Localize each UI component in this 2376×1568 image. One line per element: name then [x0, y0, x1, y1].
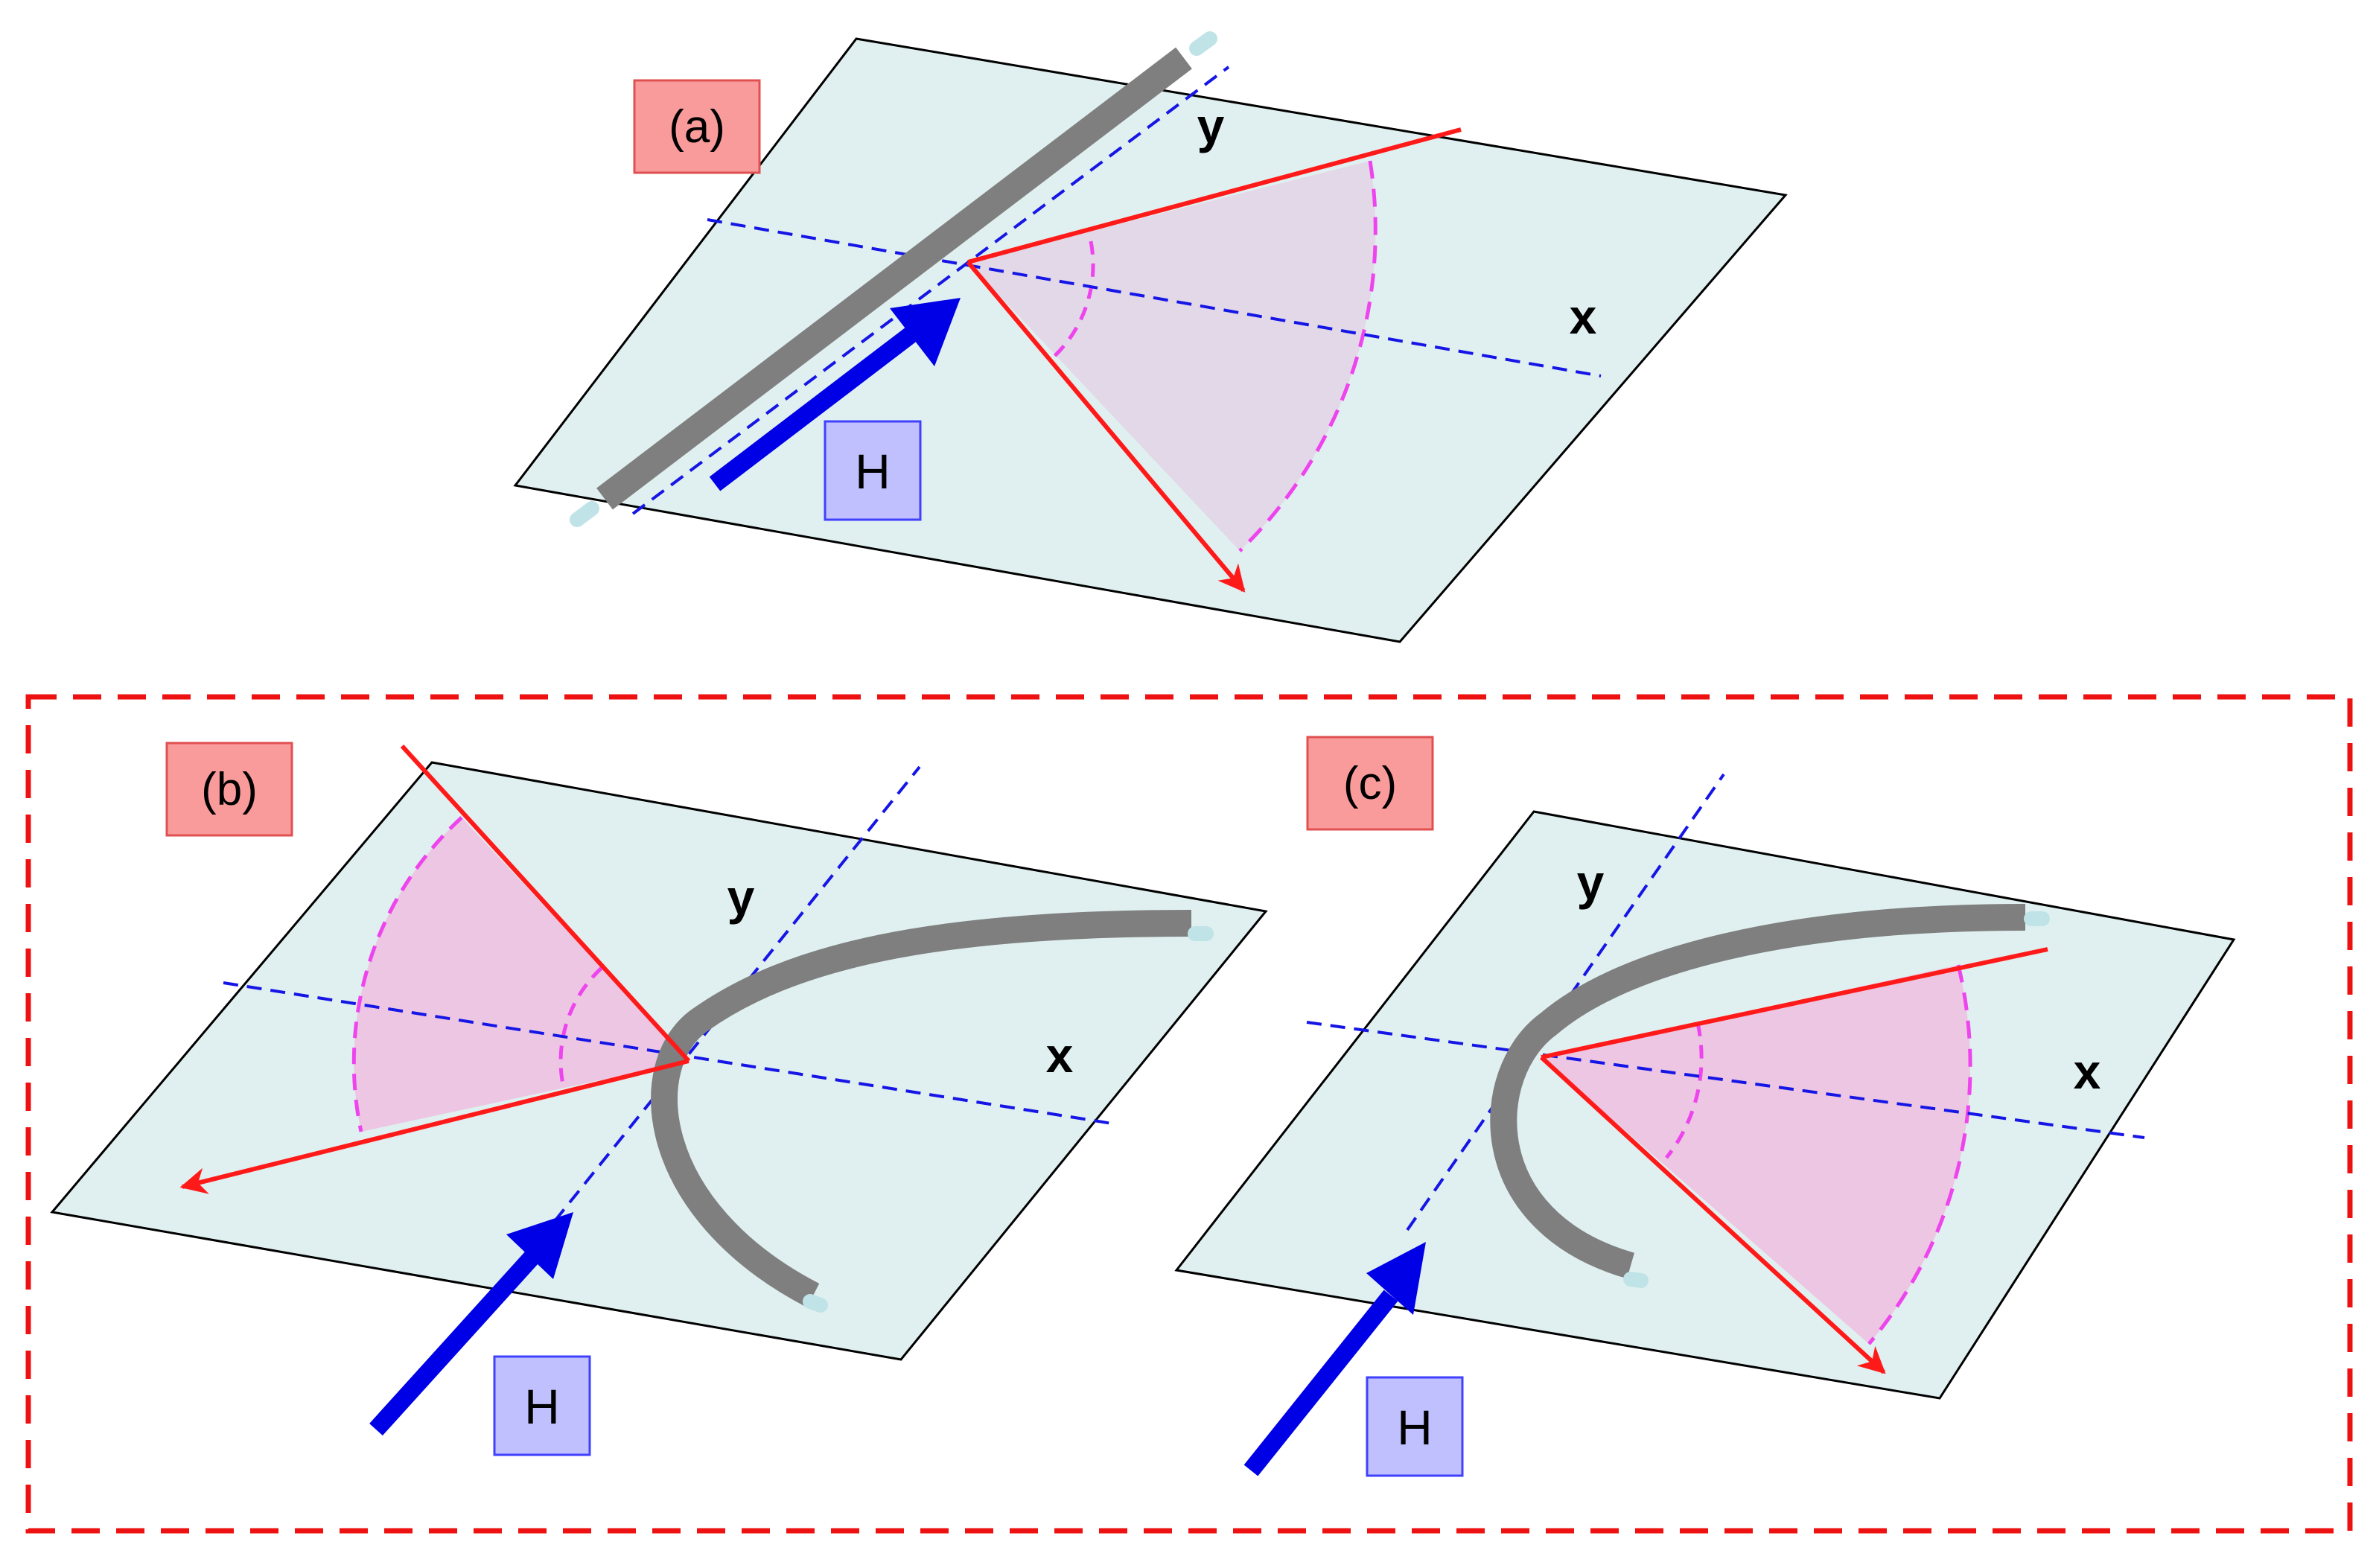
thick-arrow-icon	[506, 1212, 573, 1279]
panel-label-a: (a)	[669, 101, 725, 153]
panels-b-c-group-border	[25, 694, 2353, 1534]
panel-label-box-a	[633, 79, 761, 174]
panel-label-c: (c)	[1343, 758, 1397, 809]
x-axis-label-b: x	[1046, 1027, 1074, 1083]
panel-label-box-c	[1306, 736, 1434, 831]
magnetization-vector-c1	[1541, 947, 2048, 1059]
panel-label-box-b	[165, 742, 293, 837]
wire-tip-a2	[1189, 31, 1217, 56]
cone-sector-b	[354, 818, 689, 1132]
magnetization-vector-a2	[966, 261, 1246, 593]
nanowire-c	[1490, 904, 2026, 1279]
wire-tip-b2	[803, 1294, 828, 1313]
field-arrow-b	[369, 1212, 573, 1436]
panel-b: (b) H y x	[50, 742, 1268, 1456]
cone-sector-c	[1541, 965, 1971, 1344]
field-label-b: H	[524, 1379, 560, 1434]
field-label-box-b	[493, 1355, 591, 1456]
magnetization-vector-b1	[400, 744, 691, 1063]
nanowire-a	[596, 47, 1192, 510]
field-label-box-a	[824, 420, 922, 521]
cone-arc-outer-a	[1238, 160, 1377, 552]
x-axis-label-c: x	[2074, 1044, 2101, 1099]
magnetization-vector-b2	[179, 1059, 689, 1194]
x-axis-b	[223, 981, 1118, 1126]
nanowire-b	[651, 910, 1192, 1307]
field-arrow-a	[709, 298, 961, 491]
y-axis-label-a: y	[1197, 98, 1225, 153]
cone-arc-inner-a	[1048, 240, 1095, 362]
panel-label-b: (b)	[201, 764, 258, 815]
thick-arrow-icon	[1366, 1242, 1426, 1315]
field-label-c: H	[1397, 1400, 1433, 1455]
x-axis-c	[1306, 1021, 2145, 1139]
y-axis-a	[631, 66, 1230, 515]
x-axis-label-a: x	[1570, 289, 1597, 344]
y-axis-label-c: y	[1577, 855, 1605, 910]
panel-c: (c) H y x	[1174, 736, 2236, 1477]
field-label-a: H	[855, 444, 891, 499]
thick-arrow-icon	[890, 298, 961, 366]
cone-arc-outer-b	[351, 816, 463, 1132]
magnetization-vector-c2	[1539, 1055, 1886, 1374]
magnetization-vector-a1	[967, 127, 1462, 264]
cone-arc-inner-c	[1665, 1022, 1704, 1159]
cone-sector-a	[968, 161, 1376, 551]
field-label-box-c	[1366, 1376, 1464, 1477]
y-axis-label-b: y	[727, 870, 755, 925]
cone-arc-outer-c	[1867, 964, 1972, 1345]
field-arrow-c	[1243, 1242, 1426, 1476]
wire-tip-a1	[570, 501, 599, 527]
cone-arc-inner-b	[558, 966, 603, 1092]
y-axis-c	[1406, 773, 1725, 1231]
panel-a: (a) H y x	[513, 31, 1788, 643]
x-axis-a	[707, 218, 1602, 377]
wire-tip-c2	[1623, 1272, 1649, 1288]
